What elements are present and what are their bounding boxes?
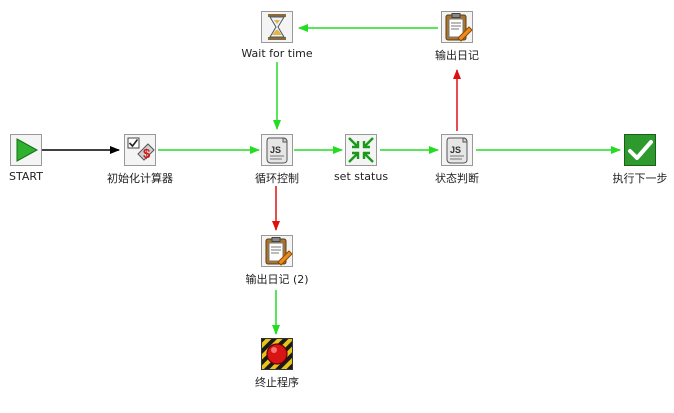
node-abort[interactable]: 终止程序 — [255, 338, 299, 389]
node-init-calculator[interactable]: $ 初始化计算器 — [107, 134, 173, 185]
node-label: 输出日记 (2) — [245, 273, 309, 286]
svg-text:JS: JS — [450, 145, 461, 155]
abort-icon — [261, 338, 293, 370]
node-label: Wait for time — [241, 47, 313, 60]
node-label: 初始化计算器 — [107, 172, 173, 185]
node-set-status[interactable]: set status — [334, 134, 388, 183]
node-label: 状态判断 — [435, 172, 479, 185]
set-variables-icon — [345, 134, 377, 166]
checkmark-icon — [624, 134, 656, 166]
clipboard-log-icon — [261, 235, 293, 267]
node-label: 循环控制 — [255, 172, 299, 185]
node-label: 执行下一步 — [612, 172, 668, 185]
svg-text:JS: JS — [270, 145, 281, 155]
calculator-icon: $ — [124, 134, 156, 166]
node-start[interactable]: START — [9, 134, 43, 183]
node-write-log-2[interactable]: 输出日记 (2) — [245, 235, 309, 286]
node-status-check[interactable]: JS 状态判断 — [435, 134, 479, 185]
clipboard-log-icon — [441, 11, 473, 43]
node-label: START — [9, 170, 43, 183]
node-loop-control[interactable]: JS 循环控制 — [255, 134, 299, 185]
javascript-scroll-icon: JS — [441, 134, 473, 166]
hourglass-icon — [261, 11, 293, 43]
svg-text:$: $ — [143, 146, 151, 161]
node-write-log[interactable]: 输出日记 — [435, 11, 479, 62]
javascript-scroll-icon: JS — [261, 134, 293, 166]
node-label: 终止程序 — [255, 376, 299, 389]
node-label: set status — [333, 170, 389, 183]
node-label: 输出日记 — [435, 49, 479, 62]
play-icon — [10, 134, 42, 166]
node-wait-for-time[interactable]: Wait for time — [241, 11, 313, 60]
node-next-step[interactable]: 执行下一步 — [613, 134, 668, 185]
